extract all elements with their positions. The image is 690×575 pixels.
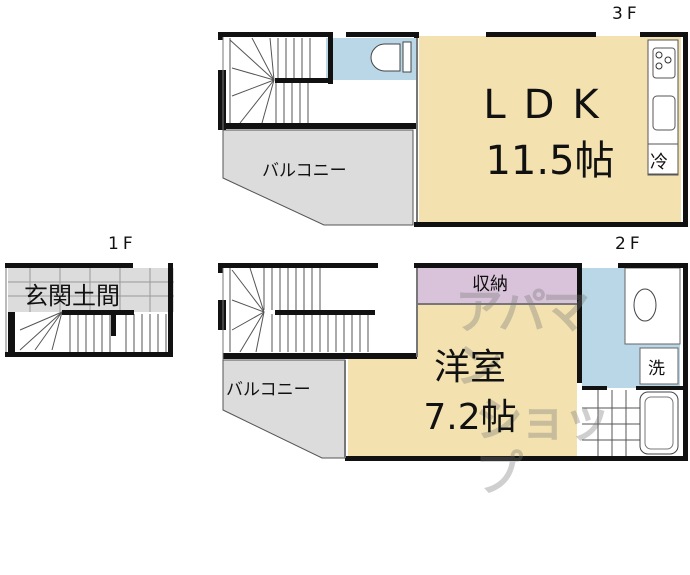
balcony-3f-floor	[222, 129, 414, 226]
washer-label: 洗	[648, 359, 665, 379]
genkan-label: 玄関土間	[24, 282, 120, 310]
ldk-label: LDK	[483, 82, 617, 128]
watermark-line2: ショップ	[475, 392, 611, 502]
balcony-3f-label: バルコニー	[262, 161, 347, 181]
floor-label-2f: 2F	[615, 234, 644, 254]
genkan-floor	[8, 268, 174, 312]
western-room-size: 7.2帖	[423, 397, 517, 438]
watermark-line1: アパマン	[455, 284, 590, 394]
balcony-2f-floor	[222, 359, 346, 459]
western-room-floor	[348, 305, 577, 457]
fridge-label: 冷	[650, 152, 668, 173]
floor-label-1f: 1F	[108, 234, 137, 254]
storage-floor	[417, 268, 577, 304]
balcony-2f-label: バルコニー	[226, 380, 311, 400]
ldk-size: 11.5帖	[485, 138, 615, 184]
western-room-label: 洋室	[433, 347, 506, 388]
floor-label-3f: 3F	[612, 4, 641, 24]
storage-label: 収納	[472, 274, 508, 295]
ldk-floor	[419, 36, 681, 222]
watermark: アパマン ショップ	[455, 284, 615, 501]
